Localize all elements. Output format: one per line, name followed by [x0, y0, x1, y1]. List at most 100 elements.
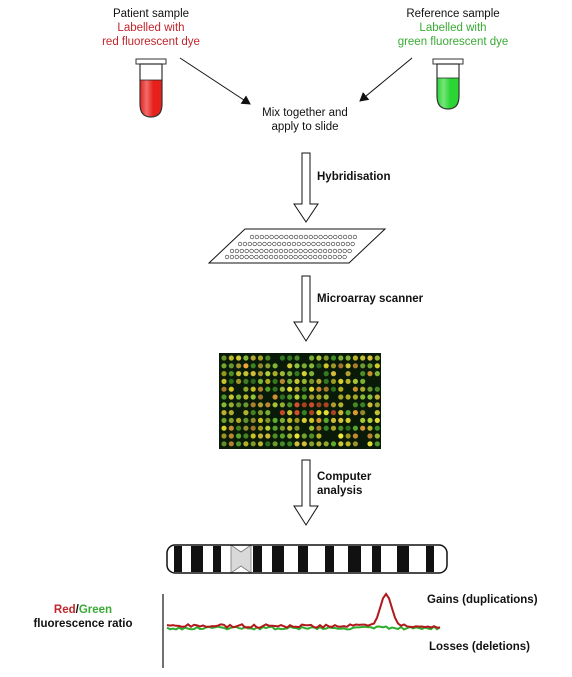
array-spot: [323, 417, 329, 423]
array-spot: [228, 433, 234, 439]
array-spot: [338, 402, 344, 408]
array-spot: [330, 417, 337, 423]
array-spot: [345, 410, 351, 416]
array-spot: [221, 410, 227, 416]
slide-spot: [327, 254, 333, 260]
array-spot: [345, 433, 351, 439]
array-spot: [221, 417, 227, 423]
array-spot: [279, 394, 285, 400]
array-spot: [265, 441, 271, 447]
array-spot: [228, 355, 234, 361]
array-spot: [360, 410, 366, 416]
array-spot: [294, 386, 300, 392]
array-spot: [272, 441, 278, 447]
slide-spot: [278, 248, 284, 254]
glass-slide: [207, 228, 387, 264]
array-spot: [345, 355, 351, 361]
losses-label: Losses (deletions): [429, 641, 530, 653]
mix-line2: apply to slide: [271, 121, 339, 133]
slide-spot: [340, 241, 346, 247]
array-spot: [236, 417, 242, 423]
array-spot: [330, 402, 337, 408]
slide-spot: [247, 241, 252, 247]
slide-spot: [262, 241, 267, 247]
array-spot: [323, 441, 329, 447]
array-spot: [330, 410, 337, 416]
array-spot: [345, 441, 351, 447]
array-spot: [250, 378, 256, 384]
slide-spot: [274, 234, 279, 240]
array-spot: [360, 363, 366, 369]
array-spot: [265, 410, 271, 416]
array-spot: [330, 363, 337, 369]
array-spot: [360, 378, 366, 384]
slide-spot: [338, 234, 343, 240]
array-spot: [330, 355, 337, 361]
slide-spot: [313, 248, 318, 254]
slide-spot: [322, 254, 328, 260]
array-spot: [309, 386, 315, 392]
mix-line1: Mix together and: [262, 107, 348, 119]
slide-spot: [345, 241, 350, 247]
slide-spot: [303, 254, 308, 260]
array-spot: [367, 441, 373, 447]
array-spot: [221, 371, 227, 377]
array-spot: [352, 363, 358, 369]
array-spot: [250, 425, 256, 431]
array-spot: [330, 425, 337, 431]
array-spot: [367, 355, 373, 361]
slide-spot: [254, 248, 259, 254]
slide-spot: [335, 241, 341, 247]
slide-spot: [259, 248, 264, 254]
array-spot: [257, 433, 264, 439]
array-spot: [309, 363, 315, 369]
slide-spot: [313, 254, 318, 260]
slide-spot: [347, 234, 353, 240]
slide-spot: [303, 248, 308, 254]
array-spot: [243, 363, 249, 369]
slide-spot: [316, 241, 321, 247]
slide-spot: [289, 234, 294, 240]
array-spot: [316, 433, 322, 439]
slide-spot: [269, 234, 274, 240]
slide-spot: [332, 254, 337, 260]
slide-spot: [234, 254, 239, 260]
array-spot: [287, 441, 293, 447]
slide-spot: [347, 248, 352, 254]
array-spot: [301, 371, 307, 377]
array-spot: [272, 394, 278, 400]
slide-spot: [279, 234, 284, 240]
array-spot: [330, 386, 337, 392]
array-spot: [367, 433, 373, 439]
ratio-green-word: Green: [78, 604, 113, 616]
slide-spot: [298, 248, 303, 254]
array-spot: [367, 363, 373, 369]
array-spot: [316, 425, 322, 431]
array-spot: [294, 378, 300, 384]
slide-spot: [272, 241, 277, 247]
array-spot: [257, 402, 264, 408]
array-spot: [272, 363, 278, 369]
slide-spot: [301, 241, 306, 247]
array-spot: [265, 363, 271, 369]
slide-spot: [224, 254, 230, 260]
array-spot: [309, 355, 315, 361]
array-spot: [228, 425, 234, 431]
chromosome-band: [426, 546, 434, 572]
array-spot: [257, 441, 264, 447]
array-spot: [374, 355, 380, 361]
slide-spot: [234, 248, 239, 254]
array-spot: [265, 386, 271, 392]
array-spot: [323, 363, 329, 369]
array-spot: [243, 417, 249, 423]
array-spot: [236, 371, 242, 377]
slide-spot: [229, 248, 235, 254]
patient-sample-title: Patient sample: [112, 8, 190, 20]
array-spot: [316, 363, 322, 369]
array-spot: [265, 425, 271, 431]
array-spot: [243, 355, 249, 361]
array-spot: [374, 417, 380, 423]
slide-spot: [282, 241, 287, 247]
array-spot: [367, 417, 373, 423]
array-spot: [228, 441, 234, 447]
